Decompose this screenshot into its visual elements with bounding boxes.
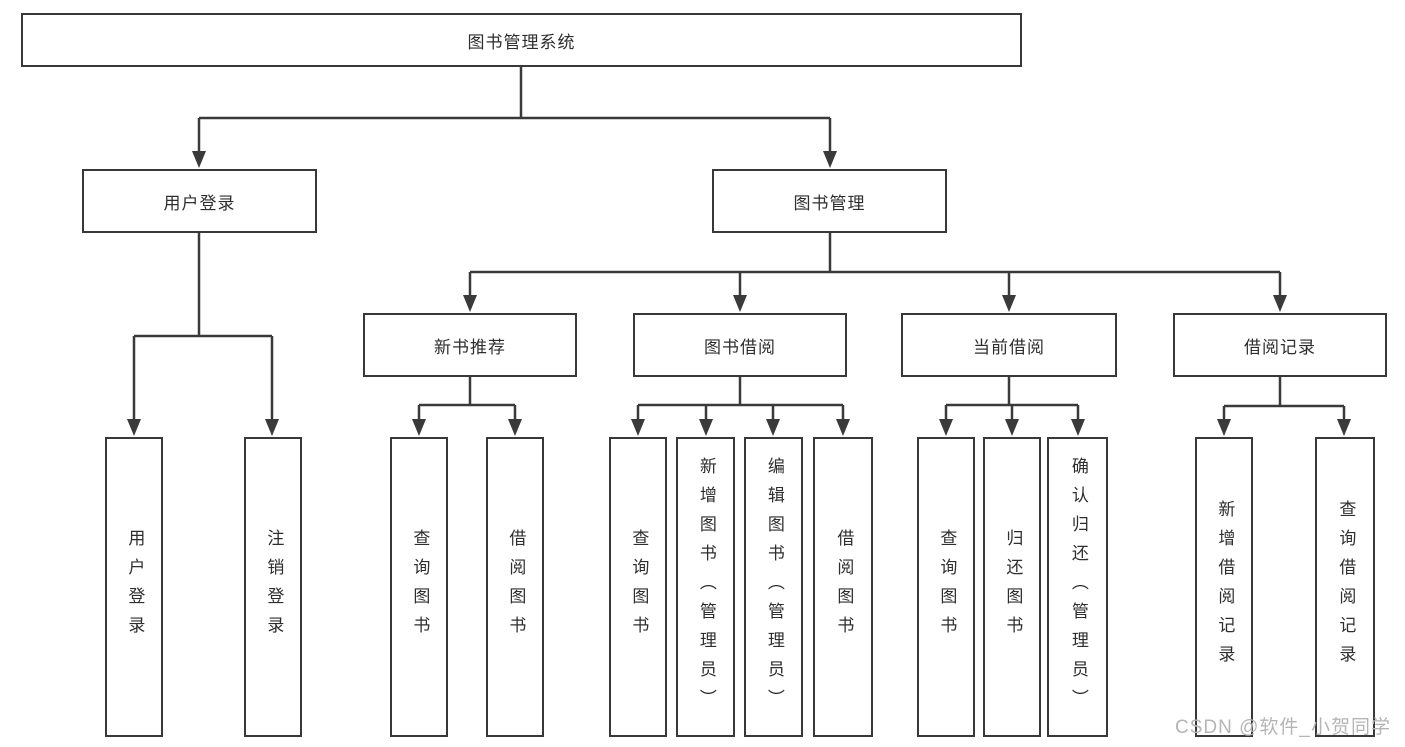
leaf-user-login: 用户登录	[105, 437, 163, 737]
node-book-management: 图书管理	[712, 169, 947, 233]
node-current-borrowing: 当前借阅	[901, 313, 1117, 377]
leaf-confirm-return-admin: 确认归还（管理员）	[1047, 437, 1108, 737]
node-label: 新书推荐	[434, 337, 506, 357]
leaf-query-books-borrowing: 查询图书	[609, 437, 667, 737]
leaf-borrow-books-recommend: 借阅图书	[486, 437, 544, 737]
node-label: 用户登录	[163, 193, 236, 213]
node-new-book-recommendation: 新书推荐	[363, 313, 577, 377]
leaf-logout: 注销登录	[244, 437, 302, 737]
node-label: 当前借阅	[973, 337, 1045, 357]
leaf-return-books: 归还图书	[983, 437, 1041, 737]
arrowhead-icons	[127, 151, 1351, 436]
leaf-query-books-recommend: 查询图书	[390, 437, 448, 737]
leaf-edit-book-admin: 编辑图书（管理员）	[744, 437, 803, 737]
leaf-query-borrow-record: 查询借阅记录	[1315, 437, 1375, 737]
node-label: 图书管理	[793, 193, 866, 213]
node-label: 图书借阅	[704, 337, 776, 357]
watermark: CSDN @软件_小贺同学	[1175, 717, 1391, 738]
node-book-borrowing: 图书借阅	[633, 313, 847, 377]
elbow-lines	[132, 67, 1346, 421]
leaf-add-book-admin: 新增图书（管理员）	[676, 437, 735, 737]
node-label: 图书管理系统	[467, 32, 576, 52]
leaf-borrow-books-borrowing: 借阅图书	[813, 437, 873, 737]
leaf-add-borrow-record: 新增借阅记录	[1195, 437, 1253, 737]
node-book-management-system: 图书管理系统	[21, 13, 1022, 67]
node-label: 借阅记录	[1244, 337, 1316, 357]
node-user-login: 用户登录	[82, 169, 317, 233]
node-borrowing-records: 借阅记录	[1173, 313, 1387, 377]
leaf-query-books-current: 查询图书	[917, 437, 975, 737]
